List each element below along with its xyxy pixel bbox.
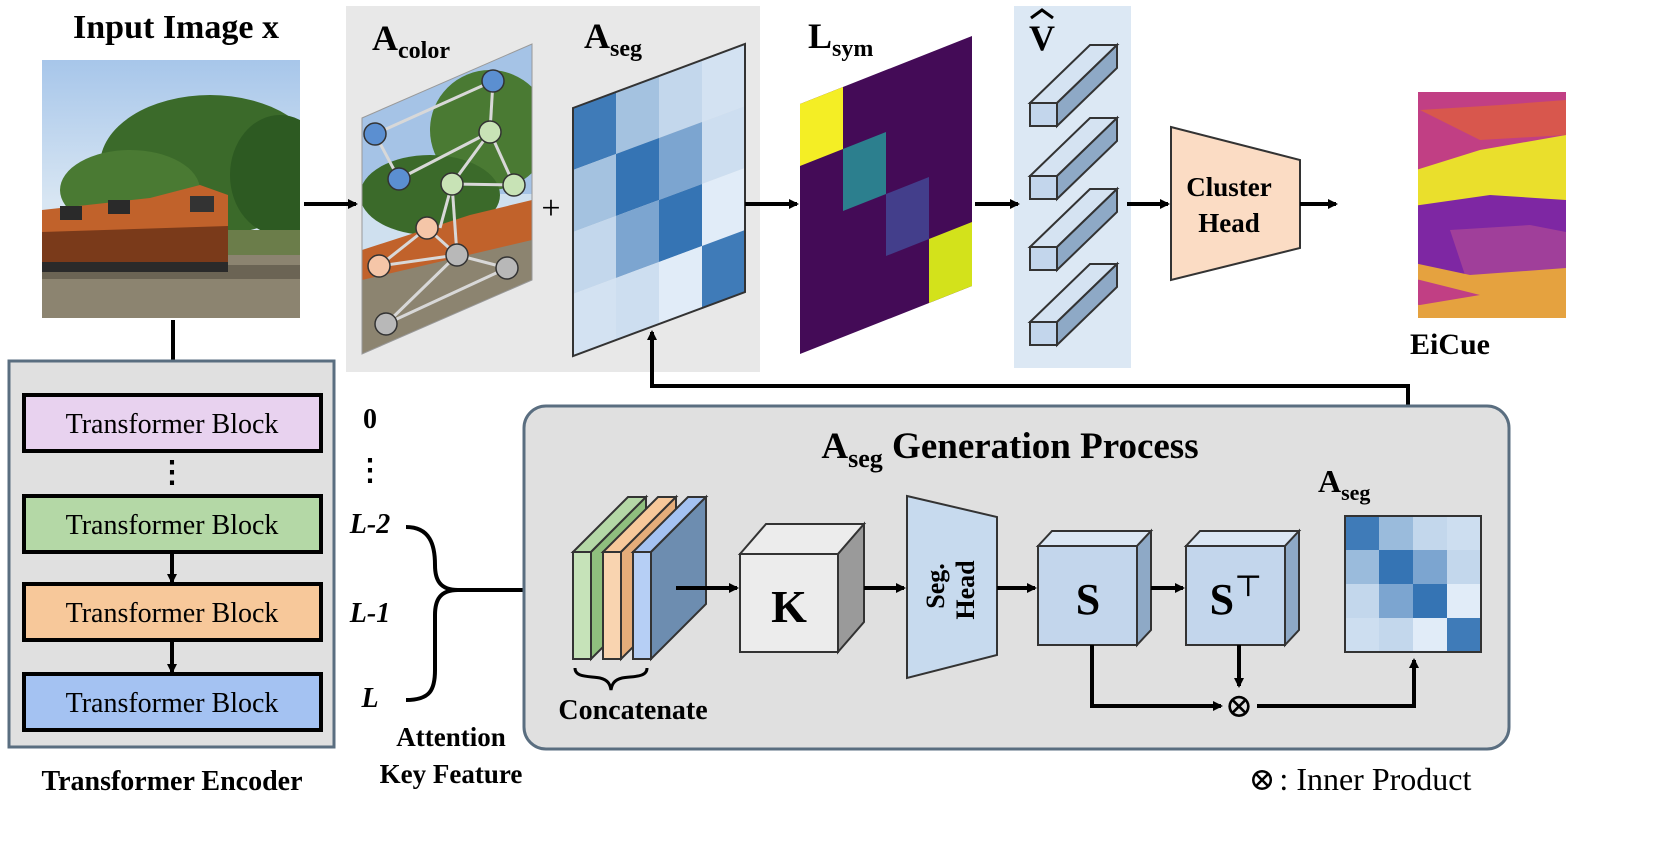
seg-head-label: Seg. bbox=[921, 563, 950, 609]
layer-label-l: L bbox=[360, 683, 378, 714]
matrix-cell bbox=[1447, 618, 1481, 652]
matrix-cell bbox=[1379, 618, 1413, 652]
v-hat-label: V bbox=[1029, 18, 1055, 58]
layer-label-0: 0 bbox=[363, 404, 377, 435]
matrix-cell bbox=[659, 122, 702, 200]
attention-key-feature-label: Attention bbox=[396, 722, 506, 752]
matrix-cell bbox=[702, 168, 745, 246]
concat-brace bbox=[573, 667, 649, 691]
matrix-cell bbox=[616, 138, 659, 216]
s-cube bbox=[1035, 528, 1154, 648]
matrix-cell bbox=[1379, 550, 1413, 584]
aseg-generation-panel bbox=[522, 404, 1511, 751]
input-image-title: Input Image x bbox=[73, 9, 279, 46]
matrix-cell bbox=[1345, 516, 1379, 550]
cluster-head bbox=[1170, 125, 1301, 282]
matrix-border bbox=[572, 42, 746, 358]
concatenate-label: Concatenate bbox=[558, 695, 707, 726]
matrix-cell bbox=[1413, 584, 1447, 618]
matrix-cell bbox=[1447, 516, 1481, 550]
layer-label-dots: ⋮ bbox=[355, 454, 385, 487]
s-label: S bbox=[1076, 575, 1100, 624]
a-seg-label: Aseg bbox=[584, 16, 642, 62]
matrix-cell bbox=[1379, 584, 1413, 618]
transformer-block: Transformer Block bbox=[22, 672, 323, 732]
transformer-block: Transformer Block bbox=[22, 494, 323, 554]
layer-brace bbox=[405, 525, 459, 702]
process-arrows bbox=[676, 583, 1419, 711]
svg-text:Transformer Block: Transformer Block bbox=[66, 598, 279, 629]
seg-head bbox=[906, 494, 998, 680]
svg-text:Transformer Block: Transformer Block bbox=[66, 409, 279, 440]
cluster-head-label: Cluster bbox=[1186, 172, 1271, 202]
transformer-block: Transformer Block bbox=[22, 582, 323, 642]
encoder-dots: ⋮ bbox=[157, 456, 187, 489]
matrix-cell bbox=[1345, 550, 1379, 584]
matrix-border bbox=[1344, 515, 1482, 653]
concatenated-features bbox=[570, 494, 709, 662]
legend-inner-product: ⊗: Inner Product bbox=[1249, 761, 1472, 797]
seg-head-label: Head bbox=[951, 560, 980, 620]
eicue-output-map bbox=[1418, 92, 1566, 318]
plus-sign: + bbox=[541, 190, 560, 227]
k-label: K bbox=[771, 581, 807, 632]
matrix-cell bbox=[573, 216, 616, 294]
matrix-cell bbox=[1413, 550, 1447, 584]
matrix-cell bbox=[573, 92, 616, 170]
matrix-cell bbox=[1379, 516, 1413, 550]
matrix-cell bbox=[1447, 584, 1481, 618]
matrix-cell bbox=[1413, 618, 1447, 652]
matrix-cell bbox=[616, 200, 659, 278]
matrix-cell bbox=[1345, 584, 1379, 618]
svg-text:Transformer Block: Transformer Block bbox=[66, 688, 279, 719]
matrix-cell bbox=[1413, 516, 1447, 550]
a-color-label: Acolor bbox=[372, 18, 450, 64]
matrix-cell bbox=[659, 184, 702, 262]
process-title: Aseg Generation Process bbox=[821, 426, 1198, 473]
layer-label-l-1: L-1 bbox=[349, 598, 390, 629]
l-sym-label: Lsym bbox=[808, 16, 873, 62]
svg-text:Transformer Block: Transformer Block bbox=[66, 510, 279, 541]
s-transpose-label: S⊤ bbox=[1210, 570, 1263, 624]
inner-product-operator: ⊗ bbox=[1225, 688, 1254, 725]
aseg-output-matrix bbox=[1344, 515, 1482, 653]
eicue-label: EiCue bbox=[1410, 328, 1490, 361]
matrix-cell bbox=[1345, 618, 1379, 652]
input-image bbox=[42, 60, 300, 318]
transformer-encoder-label: Transformer Encoder bbox=[41, 766, 302, 797]
v-hat-vectors bbox=[1027, 42, 1120, 348]
cluster-head-label: Head bbox=[1198, 208, 1260, 238]
matrix-cell bbox=[573, 278, 616, 356]
matrix-cell bbox=[702, 230, 745, 308]
layer-label-l-2: L-2 bbox=[349, 509, 390, 540]
matrix-cell bbox=[702, 106, 745, 184]
segment-affinity-matrix bbox=[572, 42, 746, 358]
k-feature-cube bbox=[737, 521, 867, 655]
matrix-cell bbox=[573, 154, 616, 232]
attention-key-feature-label: Key Feature bbox=[380, 759, 523, 789]
hat-mark bbox=[1030, 8, 1054, 20]
aseg-small-label: Aseg bbox=[1318, 463, 1370, 505]
matrix-cell bbox=[659, 246, 702, 324]
s-transpose-cube bbox=[1183, 528, 1302, 648]
matrix-cell bbox=[702, 44, 745, 122]
matrix-cell bbox=[616, 76, 659, 154]
matrix-cell bbox=[1447, 550, 1481, 584]
matrix-cell bbox=[659, 60, 702, 138]
l-sym-matrix bbox=[800, 36, 972, 354]
transformer-block: Transformer Block bbox=[22, 393, 323, 453]
matrix-cell bbox=[616, 262, 659, 340]
